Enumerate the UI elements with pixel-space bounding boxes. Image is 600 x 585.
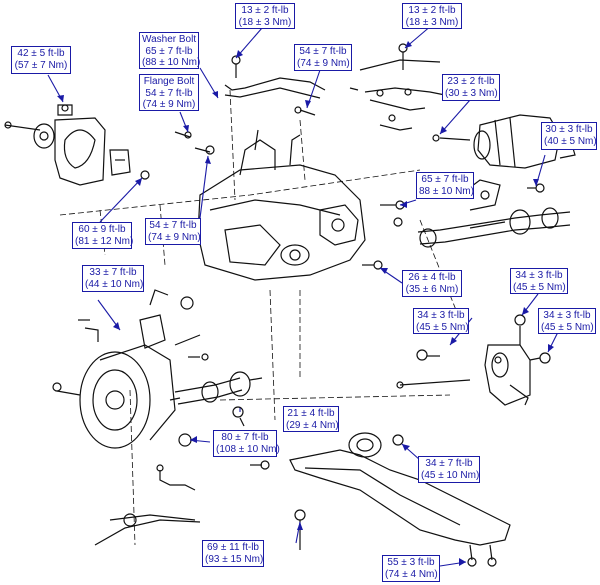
callout-leaders: [47, 24, 561, 567]
torque-callout-left-mount-bolt: 42 ± 5 ft-lb (57 ± 7 Nm): [11, 46, 71, 74]
torque-callout-mount-nut: 60 ± 9 ft-lb (81 ± 12 Nm): [72, 222, 134, 249]
torque-callout-driveshaft-bolt: 65 ± 7 ft-lb 88 ± 10 Nm): [416, 172, 474, 199]
callout-line: 54 ± 7 ft-lb: [149, 220, 197, 231]
callout-line: (88 ± 10 Nm): [142, 57, 201, 68]
callout-line: (57 ± 7 Nm): [14, 59, 68, 71]
torque-callout-starter-mount-bolt: 30 ± 3 ft-lb (40 ± 5 Nm): [541, 122, 597, 150]
callout-line: 60 ± 9 ft-lb: [78, 224, 126, 235]
callout-line: (74 ± 9 Nm): [297, 57, 350, 69]
torque-callout-cable-bracket-bolt: 13 ± 2 ft-lb (18 ± 3 Nm): [402, 3, 462, 29]
left-driveshaft: [174, 371, 263, 405]
callout-line: (18 ± 3 Nm): [238, 16, 292, 28]
transaxle-housing: [174, 129, 366, 281]
callout-line: 88 ± 10 Nm): [419, 185, 474, 197]
alignment-dashes: [59, 89, 461, 546]
callout-line: 65 ± 7 ft-lb: [145, 45, 193, 57]
callout-line: (35 ± 6 Nm): [405, 283, 459, 295]
torque-callout-crossmember-rear-bolt: 55 ± 3 ft-lb (74 ± 4 Nm): [382, 555, 440, 582]
callout-line: 34 ± 7 ft-lb: [425, 458, 473, 469]
callout-line: 26 ± 4 ft-lb: [408, 272, 456, 283]
hub-knuckle-assembly: [52, 289, 209, 449]
callout-line: 34 ± 3 ft-lb: [543, 310, 591, 321]
torque-callout-case-bolt: 26 ± 4 ft-lb (35 ± 6 Nm): [402, 270, 462, 297]
torque-callout-shift-bolt: 13 ± 2 ft-lb (18 ± 3 Nm): [235, 3, 295, 29]
callout-line: (108 ± 10 Nm): [216, 443, 280, 455]
torque-callout-hub-nut: 80 ± 7 ft-lb (108 ± 10 Nm): [213, 430, 280, 457]
callout-line: (74 ± 9 Nm): [148, 231, 201, 243]
callout-line: 34 ± 3 ft-lb: [515, 270, 563, 281]
callout-line: (18 ± 3 Nm): [405, 16, 459, 28]
crossmember: [289, 432, 511, 567]
torque-callout-control-arm-bolt: 34 ± 7 ft-lb (45 ± 10 Nm): [418, 456, 480, 483]
callout-line: (29 ± 4 Nm): [286, 419, 339, 431]
starter-motor: [432, 114, 576, 169]
lower-links: [94, 406, 270, 546]
callout-line: (40 ± 5 Nm): [544, 135, 597, 147]
callout-line: (45 ± 5 Nm): [513, 281, 566, 293]
callout-arrowheads: [57, 41, 554, 566]
callout-line: 30 ± 3 ft-lb: [545, 124, 593, 135]
callout-line: 13 ± 2 ft-lb: [241, 5, 289, 16]
upper-right-cables: [349, 43, 446, 131]
callout-line: (74 ± 9 Nm): [142, 99, 196, 110]
callout-line: 21 ± 4 ft-lb: [287, 408, 335, 419]
callout-line: 33 ± 7 ft-lb: [89, 267, 137, 278]
mid-bolts: [362, 183, 545, 270]
callout-line: 42 ± 5 ft-lb: [17, 48, 65, 59]
callout-line: (45 ± 5 Nm): [541, 321, 594, 333]
torque-callout-lower-transaxle-bolt: 54 ± 7 ft-lb (74 ± 9 Nm): [145, 218, 201, 245]
torque-callout-rear-mount-bolt: 34 ± 3 ft-lb (45 ± 5 Nm): [413, 308, 469, 334]
torque-callout-upper-transaxle-bolt: 54 ± 7 ft-lb (74 ± 9 Nm): [294, 44, 352, 71]
callout-line: 65 ± 7 ft-lb: [421, 174, 469, 185]
torque-callout-starter-bolt: 23 ± 2 ft-lb (30 ± 3 Nm): [442, 74, 500, 101]
callout-line: (81 ± 12 Nm): [75, 235, 134, 247]
left-engine-mount: [4, 104, 150, 186]
torque-callout-ball-joint-nut: 21 ± 4 ft-lb (29 ± 4 Nm): [283, 406, 339, 432]
callout-line: 23 ± 2 ft-lb: [447, 76, 495, 87]
right-engine-mount: [396, 314, 551, 406]
shift-linkage: [224, 55, 326, 116]
callout-line: (45 ± 10 Nm): [421, 469, 480, 481]
torque-callout-crossmember-front-bolt: 69 ± 11 ft-lb (93 ± 15 Nm): [202, 540, 264, 567]
callout-line: (44 ± 10 Nm): [85, 278, 144, 290]
callout-line: (45 ± 5 Nm): [416, 321, 469, 333]
torque-callout-rear-mount-side-bolt: 34 ± 3 ft-lb (45 ± 5 Nm): [538, 308, 596, 334]
callout-line: 54 ± 7 ft-lb: [145, 87, 193, 99]
callout-line: Flange Bolt: [143, 76, 195, 87]
torque-callout-rear-mount-top-bolt: 34 ± 3 ft-lb (45 ± 5 Nm): [510, 268, 568, 294]
callout-line: 13 ± 2 ft-lb: [408, 5, 456, 16]
callout-line: 55 ± 3 ft-lb: [387, 557, 435, 568]
callout-line: 54 ± 7 ft-lb: [299, 46, 347, 57]
callout-line: (30 ± 3 Nm): [445, 87, 498, 99]
callout-line: (74 ± 4 Nm): [385, 568, 438, 580]
callout-line: 34 ± 3 ft-lb: [417, 310, 465, 321]
callout-line: 80 ± 7 ft-lb: [221, 432, 269, 443]
callout-line: Washer Bolt: [142, 34, 197, 45]
callout-line: 69 ± 11 ft-lb: [207, 542, 259, 553]
torque-callout-washer-bolt: Washer Bolt 65 ± 7 ft-lb (88 ± 10 Nm): [139, 32, 201, 69]
torque-callout-flange-bolt: Flange Bolt 54 ± 7 ft-lb (74 ± 9 Nm): [139, 74, 199, 111]
torque-callout-knuckle-bolt: 33 ± 7 ft-lb (44 ± 10 Nm): [82, 265, 144, 292]
callout-line: (93 ± 15 Nm): [205, 553, 264, 565]
